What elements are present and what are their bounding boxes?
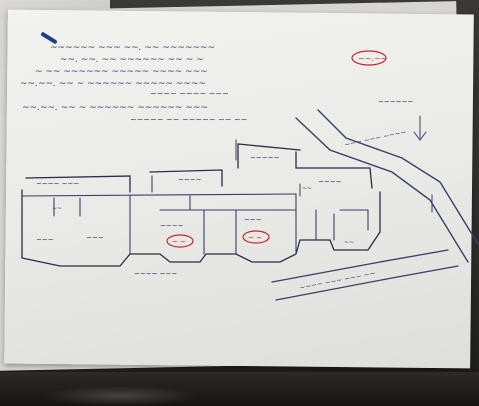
building-outline [21, 139, 381, 267]
small-label-b: ~~ [302, 185, 312, 192]
road-bottom: ~~~~ ~~~ ~~~ ~~ [271, 249, 459, 301]
note-line-1: ~~~~~~ ~~~ ~~. ~~ ~~~~~~~ [50, 43, 215, 53]
room-label-b: ~~~ [86, 234, 104, 242]
label-center-top: ~~~~~ [250, 154, 279, 162]
table-glare [40, 386, 200, 406]
note-line-5: ~~~~ ~~~~ ~~~ [150, 89, 229, 98]
room-label-c: ~~~~ [160, 222, 184, 230]
circled-mark-b [242, 230, 270, 244]
circled-mark-b-text: ~ ~ [248, 234, 262, 242]
room-label-mid: ~~~~ [178, 176, 202, 184]
note-line-6: ~~.~~. ~~ ~ ~~~~~~ ~~~~~~ ~~~ [22, 103, 208, 113]
label-top-right: ~~~~~~ [378, 98, 413, 106]
circled-note-top-text: ~~.~~ [358, 54, 387, 63]
small-label-c: ~~ [344, 239, 354, 246]
room-label-left: ~~~~ ~~~ [36, 180, 79, 188]
small-label-a: ~~ [52, 205, 62, 212]
note-line-7: ~~~~~ ~~ ~~~~~ ~~ ~~ [130, 115, 247, 124]
handwritten-notes: ~~~~~~ ~~~ ~~. ~~ ~~~~~~~ ~~. ~~. ~~ ~~~… [20, 43, 387, 124]
label-bottom: ~~~~ ~~~ [134, 270, 177, 278]
note-line-2: ~~. ~~. ~~ ~~~~~~ ~~ ~ ~ [60, 55, 204, 65]
room-label-right: ~~~~ [318, 178, 342, 186]
circled-note-top [351, 50, 387, 66]
circled-mark-a [166, 234, 194, 248]
room-label-d: ~~~ [244, 216, 262, 224]
note-line-3: ~ ~~ ~~~~~~ ~~~~~ ~~~~ ~~~ [35, 67, 208, 77]
room-labels: ~~~~ ~~~ ~~~~ ~~~~~ ~~~~ ~~~ ~~~ ~~~~ ~~… [36, 154, 354, 278]
room-label-a: ~~~ [36, 236, 54, 244]
red-circled-marks: ~ ~ ~ ~ [166, 230, 270, 248]
note-line-4: ~~.~~. ~~ ~ ~~~~~~ ~~~~~ ~~~~ [20, 79, 206, 89]
table-surface [0, 372, 479, 406]
road-label-diagonal: ~~~ ~~~ ~~~~ [344, 128, 408, 149]
circled-mark-a-text: ~ ~ [172, 238, 186, 246]
